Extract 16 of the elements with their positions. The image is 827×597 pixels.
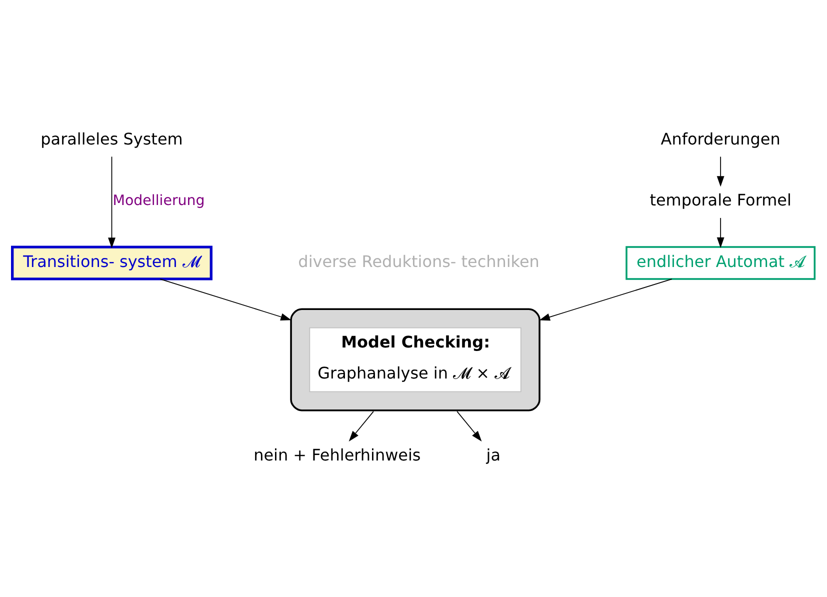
node-text: Anforderungen bbox=[660, 129, 780, 148]
arrow bbox=[456, 411, 482, 442]
node-text: ja bbox=[486, 445, 500, 464]
node-text: temporale Formel bbox=[650, 190, 792, 210]
arrow bbox=[716, 156, 724, 187]
arrow bbox=[539, 278, 672, 321]
node-box: endlicher Automat 𝓐 bbox=[626, 246, 816, 280]
node-text: paralleles System bbox=[40, 129, 183, 148]
node-text: nein + Fehlerhinweis bbox=[254, 445, 421, 464]
label: diverse Reduktions- techniken bbox=[298, 252, 540, 271]
arrow bbox=[716, 218, 724, 248]
edge-label: Modellierung bbox=[112, 193, 205, 210]
node-box: Transitions- system 𝓜 bbox=[11, 246, 212, 280]
arrow bbox=[160, 278, 292, 320]
arrow bbox=[348, 411, 374, 442]
arrow bbox=[108, 156, 116, 248]
